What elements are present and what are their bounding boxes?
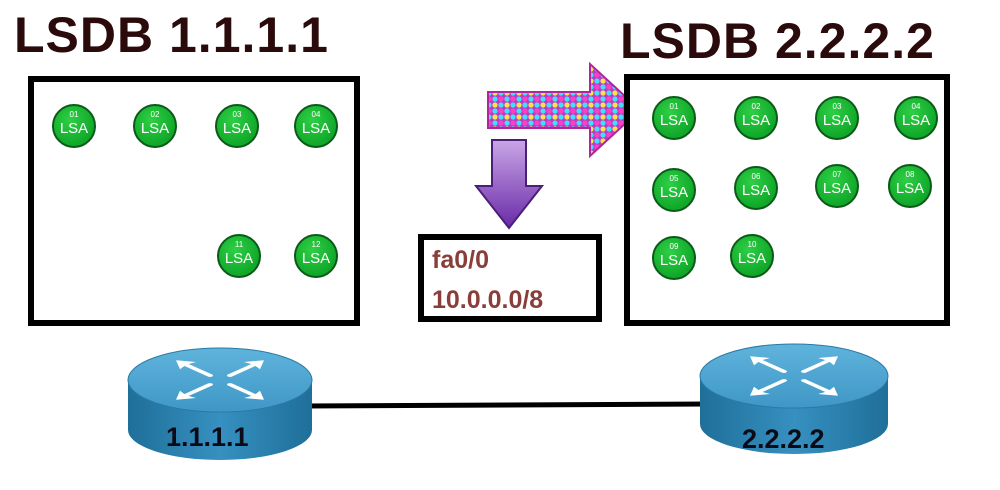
lsa-number: 09 [669,242,679,251]
router-left-label: 1.1.1.1 [166,422,249,452]
lsa-entry: 07 LSA [815,164,859,208]
lsa-number: 05 [669,174,679,183]
lsa-entry: 08 LSA [888,164,932,208]
lsa-number: 08 [905,170,915,179]
lsa-label: LSA [140,120,170,137]
lsa-number: 11 [234,240,244,249]
lsa-number: 03 [232,110,242,119]
lsa-label: LSA [301,120,331,137]
lsa-number: 03 [832,102,842,111]
lsa-label: LSA [301,250,331,267]
lsdb-left-box: 01 LSA 02 LSA 03 LSA 04 LSA 11 LSA 12 LS… [28,76,360,326]
lsa-entry: 02 LSA [734,96,778,140]
lsa-entry: 01 LSA [652,96,696,140]
router-right-label: 2.2.2.2 [742,424,825,454]
lsdb-right-box: 01 LSA 02 LSA 03 LSA 04 LSA 05 LSA 06 LS… [624,74,950,326]
lsa-entry: 04 LSA [894,96,938,140]
lsa-entry: 12 LSA [294,234,338,278]
lsa-entry: 04 LSA [294,104,338,148]
lsa-label: LSA [895,180,925,197]
lsa-number: 01 [669,102,679,111]
lsa-entry: 03 LSA [815,96,859,140]
lsa-number: 10 [747,240,757,249]
lsa-number: 02 [150,110,160,119]
flood-arrow-icon [487,61,642,159]
lsa-entry: 02 LSA [133,104,177,148]
lsa-number: 07 [832,170,842,179]
down-arrow-icon [473,139,545,230]
lsa-entry: 01 LSA [52,104,96,148]
lsdb-left-title: LSDB 1.1.1.1 [14,7,329,63]
lsa-number: 06 [751,172,761,181]
lsa-number: 01 [69,110,79,119]
lsa-number: 04 [911,102,921,111]
lsa-entry: 03 LSA [215,104,259,148]
lsa-entry: 09 LSA [652,236,696,280]
lsa-label: LSA [224,250,254,267]
lsa-entry: 10 LSA [730,234,774,278]
lsa-label: LSA [222,120,252,137]
lsa-label: LSA [659,112,689,129]
route-info-box: fa0/0 10.0.0.0/8 [418,234,602,322]
interface-label: fa0/0 [432,246,489,274]
router-link [304,401,709,409]
lsa-entry: 11 LSA [217,234,261,278]
router-icon [127,347,313,460]
lsa-entry: 05 LSA [652,168,696,212]
lsa-number: 02 [751,102,761,111]
lsa-label: LSA [659,184,689,201]
lsa-label: LSA [822,180,852,197]
lsa-label: LSA [659,252,689,269]
lsa-entry: 06 LSA [734,166,778,210]
lsa-label: LSA [741,182,771,199]
network-label: 10.0.0.0/8 [432,286,544,314]
lsa-label: LSA [737,250,767,267]
router-icon [699,343,889,454]
lsa-label: LSA [59,120,89,137]
lsa-label: LSA [822,112,852,129]
lsa-number: 04 [311,110,321,119]
lsdb-right-title: LSDB 2.2.2.2 [620,13,935,69]
lsa-label: LSA [741,112,771,129]
lsa-number: 12 [311,240,321,249]
lsa-label: LSA [901,112,931,129]
